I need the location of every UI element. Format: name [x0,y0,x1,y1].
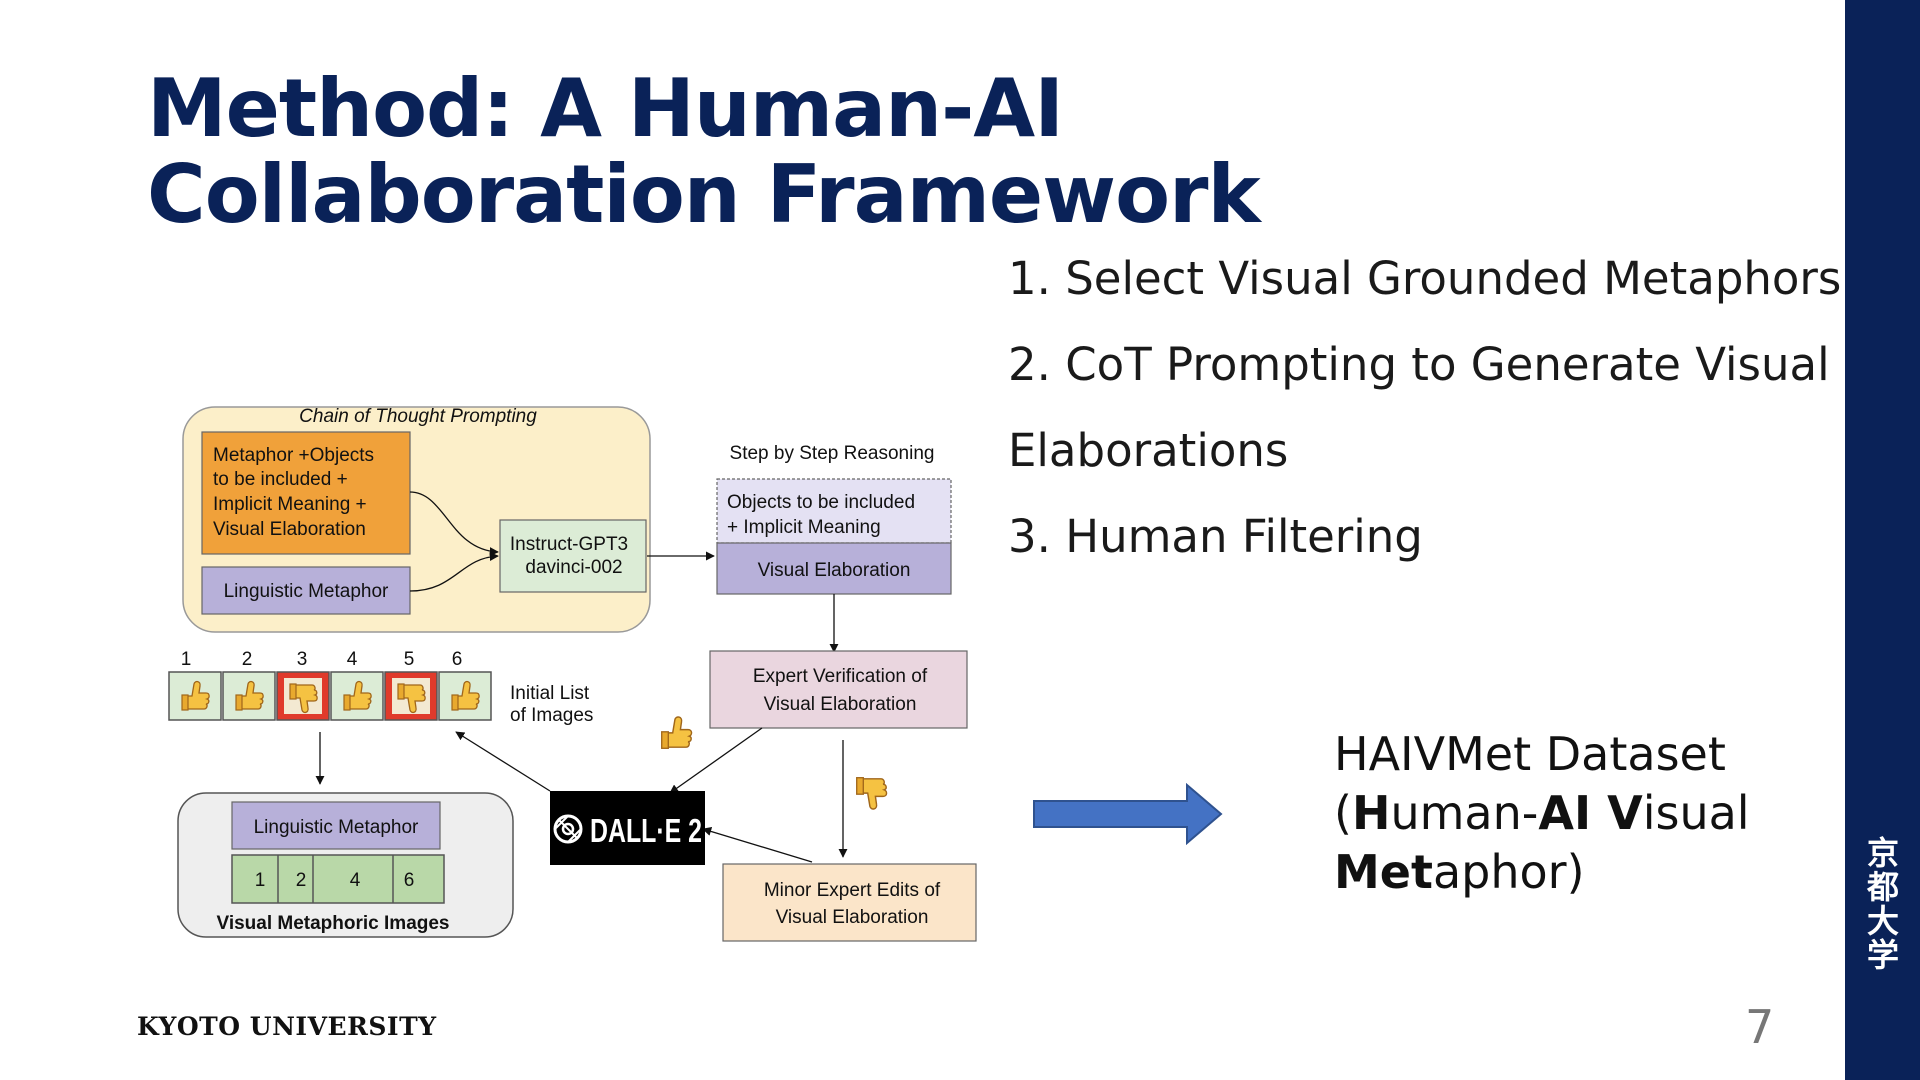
visual-elaboration-box [716,542,952,595]
university-name: KYOTO UNIVERSITY [137,1012,437,1041]
metaphor-objects-line-3: Implicit Meaning + [213,494,367,515]
step-2-continued: Elaborations [1008,424,1289,477]
metaphor-objects-box [201,431,411,555]
objects-included-line-2: + Implicit Meaning [727,517,881,538]
image-tile-4 [330,671,384,721]
thumbs-down-icon [855,776,888,810]
image-number-2: 2 [242,649,253,670]
thumbs-up-icon [660,716,693,750]
final-number-6: 6 [404,870,415,891]
metaphor-objects-line-4: Visual Elaboration [213,519,366,540]
cot-title: Chain of Thought Prompting [299,406,537,427]
initial-list-line-1: Initial List [510,683,590,704]
image-number-3: 3 [297,649,308,670]
slide-title: Method: A Human-AI Collaboration Framewo… [147,62,1261,241]
objects-included-line-1: Objects to be included [727,492,915,513]
image-number-4: 4 [347,649,358,670]
dalle-label: DALL·E 2 [590,812,702,849]
image-number-6: 6 [452,649,463,670]
linguistic-metaphor-box [201,566,411,615]
expert-verification-line-1: Expert Verification of [753,666,928,687]
image-tile-6 [438,671,492,721]
step-2: 2. CoT Prompting to Generate Visual [1008,338,1830,391]
instruct-gpt-line-2: davinci-002 [525,557,622,578]
final-number-1: 1 [255,870,266,891]
instruct-gpt-box [499,519,647,593]
final-number-4: 4 [350,870,361,891]
instruct-gpt-line-1: Instruct-GPT3 [510,534,628,555]
brand-sidebar [1845,0,1920,1080]
visual-elaboration-label: Visual Elaboration [758,560,911,581]
final-linguistic-metaphor-box [231,801,441,850]
right-arrow-icon [1033,783,1223,845]
dalle-logo [550,791,705,865]
kyoto-kanji-logo: 京都大学 [1866,834,1899,974]
step-3: 3. Human Filtering [1008,510,1423,563]
page-number: 7 [1745,1000,1775,1054]
image-tile-2 [222,671,276,721]
image-number-1: 1 [181,649,192,670]
visual-metaphoric-images-label: Visual Metaphoric Images [216,913,449,934]
expert-verification-box [709,650,968,729]
minor-edits-line-2: Visual Elaboration [776,907,929,928]
dataset-line-1: HAIVMet Dataset [1334,727,1726,781]
image-tile-3 [276,671,330,721]
expert-verification-line-2: Visual Elaboration [764,694,917,715]
openai-icon [553,814,583,844]
objects-included-box [716,478,952,544]
step-1: 1. Select Visual Grounded Metaphors [1008,252,1842,305]
image-number-5: 5 [404,649,415,670]
dataset-line-2: (Human-AI Visual [1334,786,1750,840]
minor-edits-box [722,863,977,942]
method-steps: 1. Select Visual Grounded Metaphors 2. C… [1008,236,1843,580]
initial-list-line-2: of Images [510,705,593,726]
final-linguistic-metaphor-label: Linguistic Metaphor [254,817,419,838]
image-tile-1 [168,671,222,721]
final-number-2: 2 [296,870,307,891]
dataset-line-3: Metaphor) [1334,845,1585,899]
minor-edits-line-1: Minor Expert Edits of [764,880,941,901]
linguistic-metaphor-label: Linguistic Metaphor [224,581,389,602]
image-tile-5 [384,671,438,721]
dataset-name: HAIVMet Dataset (Human-AI Visual Metapho… [1334,725,1794,902]
metaphor-objects-line-2: to be included + [213,469,348,490]
step-reasoning-label: Step by Step Reasoning [730,443,935,464]
metaphor-objects-line-1: Metaphor +Objects [213,445,374,466]
